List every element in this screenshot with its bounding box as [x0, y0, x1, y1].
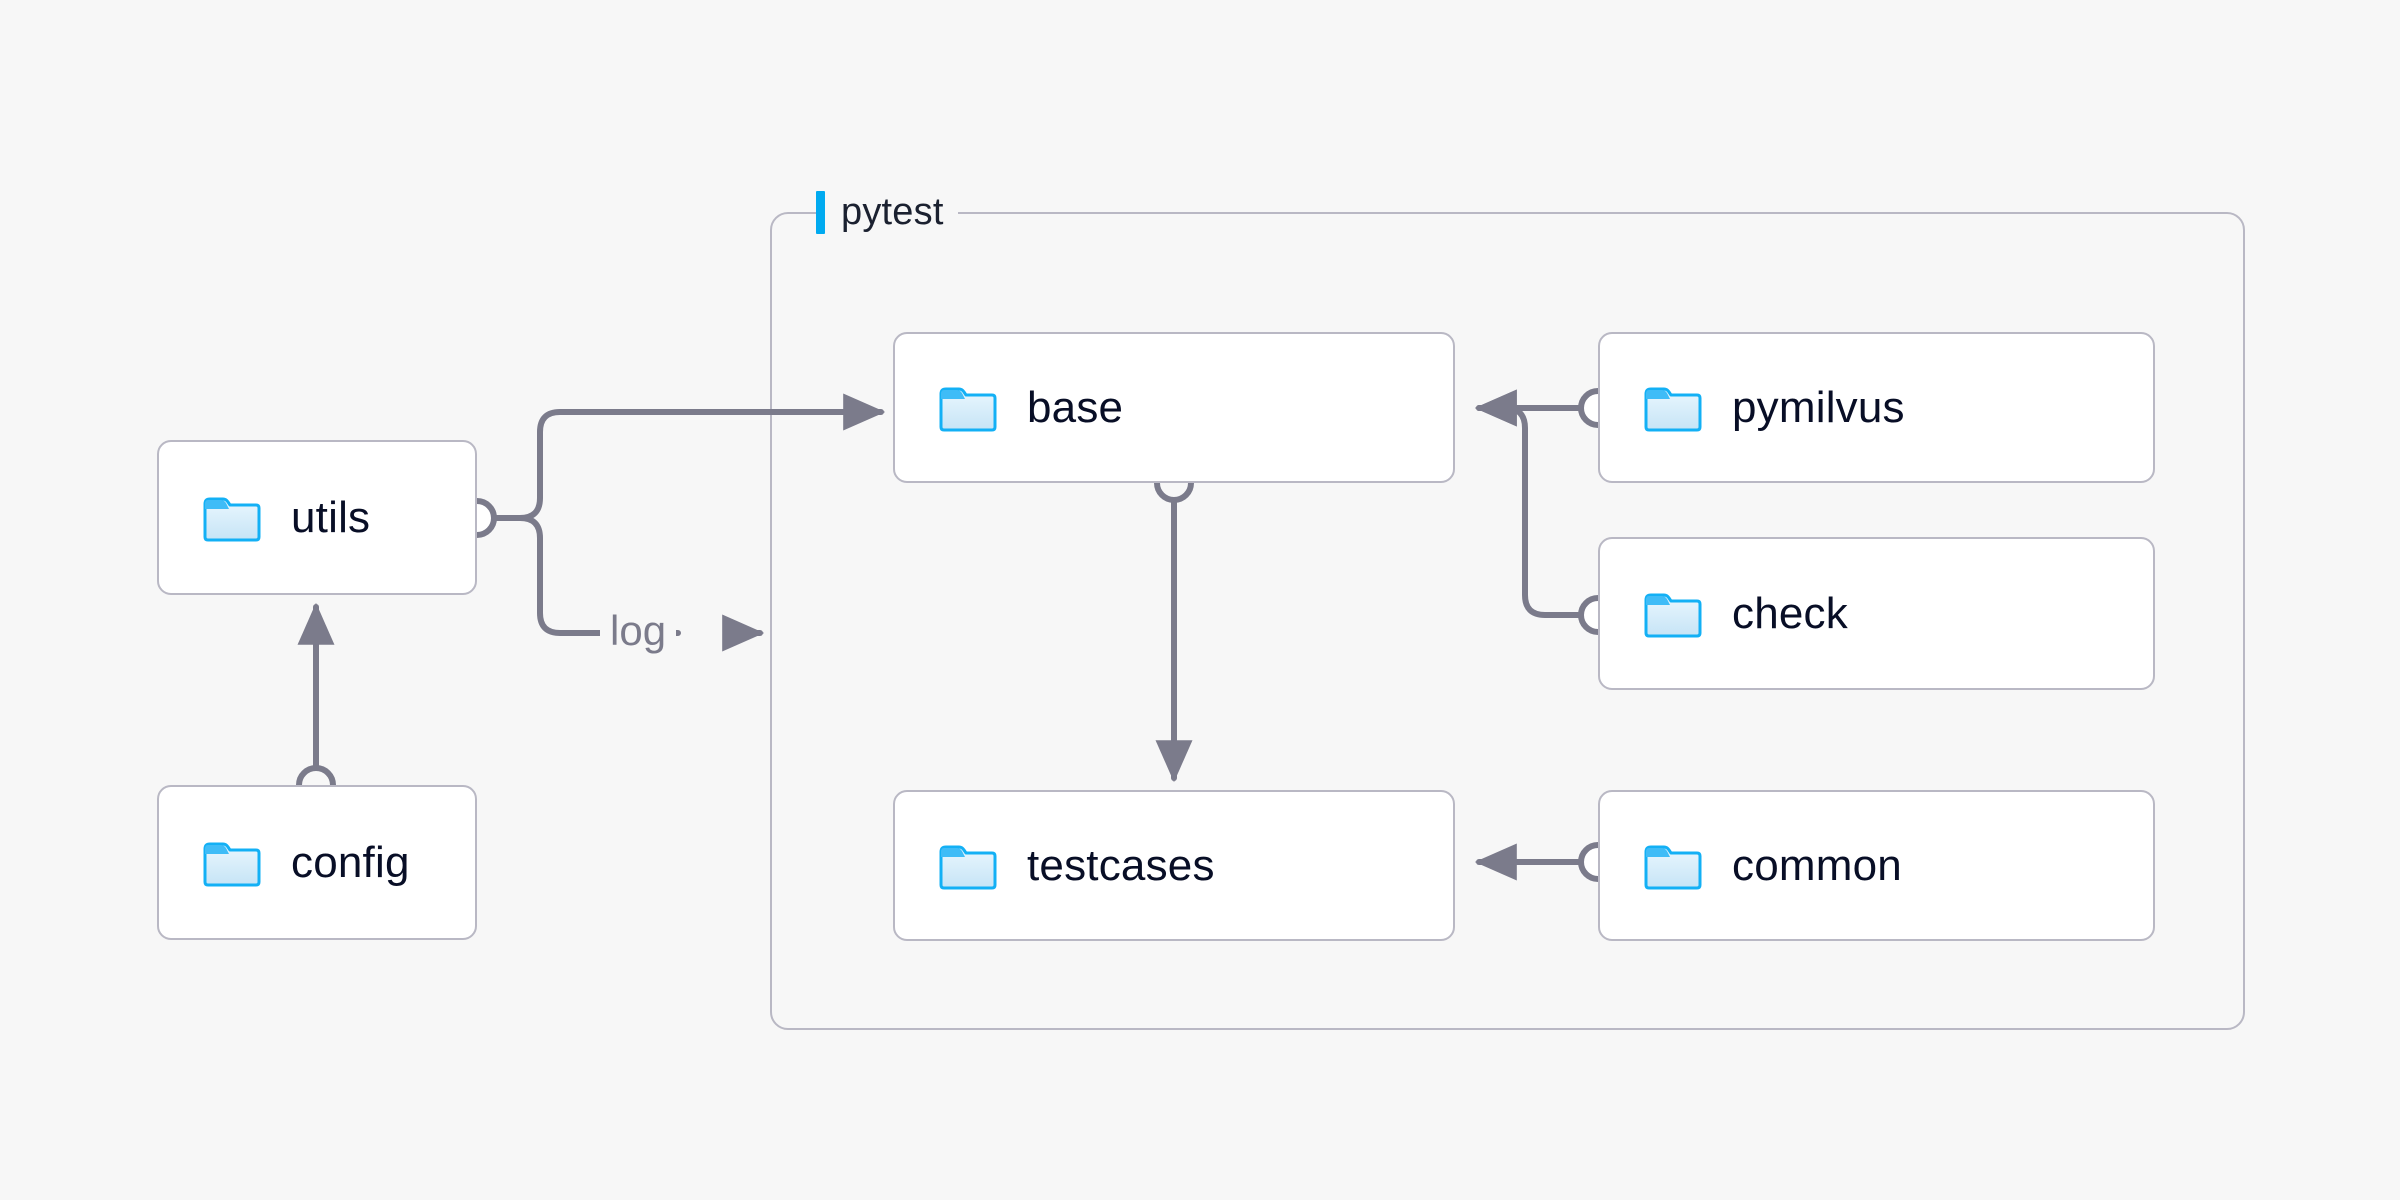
- folder-icon: [1644, 593, 1702, 637]
- accent-bar-icon: [816, 190, 825, 234]
- folder-icon: [203, 497, 261, 541]
- node-base[interactable]: base: [893, 332, 1455, 483]
- folder-icon: [203, 842, 261, 886]
- node-label: pymilvus: [1732, 382, 1905, 432]
- node-testcases[interactable]: testcases: [893, 790, 1455, 941]
- node-check[interactable]: check: [1598, 537, 2155, 690]
- group-pytest[interactable]: [770, 212, 2245, 1030]
- group-pytest-label: pytest: [816, 190, 958, 234]
- node-label: testcases: [1027, 840, 1215, 890]
- edge-config-to-utils: [296, 602, 336, 805]
- node-common[interactable]: common: [1598, 790, 2155, 941]
- folder-icon: [939, 387, 997, 431]
- node-pymilvus[interactable]: pymilvus: [1598, 332, 2155, 483]
- node-label: config: [291, 837, 410, 887]
- node-label: check: [1732, 588, 1848, 638]
- group-title: pytest: [841, 191, 944, 233]
- folder-icon: [1644, 387, 1702, 431]
- edge-label-log: log: [600, 607, 677, 655]
- node-config[interactable]: config: [157, 785, 477, 940]
- node-label: base: [1027, 382, 1124, 432]
- node-utils[interactable]: utils: [157, 440, 477, 595]
- folder-icon: [1644, 845, 1702, 889]
- node-label: common: [1732, 840, 1902, 890]
- folder-icon: [939, 845, 997, 889]
- node-label: utils: [291, 492, 371, 542]
